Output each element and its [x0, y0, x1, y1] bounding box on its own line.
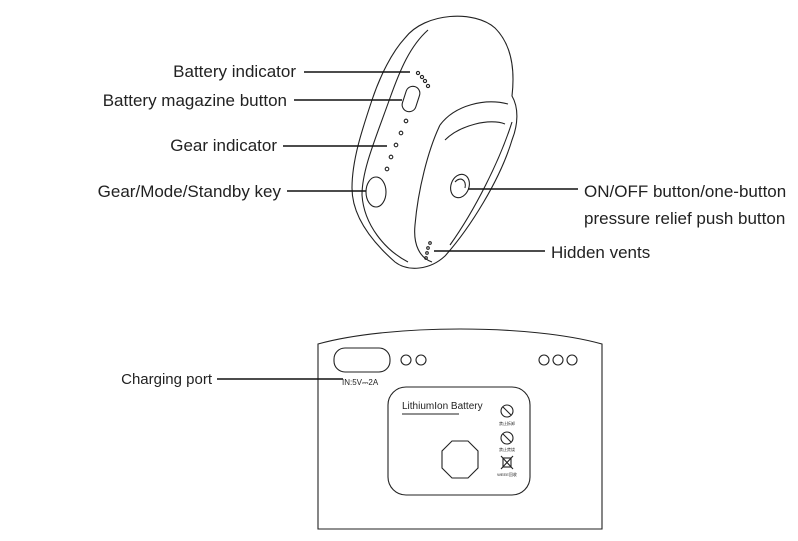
- icon-caption-2: 禁止焚烧: [499, 446, 515, 452]
- battery-magazine-button-shape: [401, 85, 421, 113]
- battery-magazine-button-label: Battery magazine button: [103, 91, 287, 110]
- icon-caption-1: 禁止拆卸: [499, 420, 515, 426]
- screw-holes-left: [400, 354, 427, 366]
- on-off-button-label-line1: ON/OFF button/one-button: [584, 182, 786, 201]
- device-underside: [317, 328, 603, 530]
- battery-indicator-leds: [415, 70, 431, 89]
- device-body: [351, 15, 518, 269]
- port-marking-text: IN:5V⎓2A: [342, 378, 379, 387]
- battery-indicator-label: Battery indicator: [173, 62, 296, 81]
- icon-caption-3: WEEE回收: [497, 471, 517, 477]
- screw-holes-right: [538, 354, 578, 366]
- on-off-button-shape: [450, 173, 470, 199]
- charging-port-label: Charging port: [121, 371, 213, 388]
- plate-center-octagon: [441, 440, 479, 479]
- battery-plate-label: LithiumIon Battery: [402, 401, 483, 412]
- no-burn-icon: [500, 431, 514, 445]
- no-disassemble-icon: [500, 404, 514, 418]
- gear-indicator-label: Gear indicator: [170, 136, 277, 155]
- battery-plate: LithiumIon Battery: [387, 386, 531, 496]
- gear-mode-standby-key-shape: [365, 176, 387, 208]
- on-off-button-label-line2: pressure relief push button: [584, 209, 785, 228]
- gear-indicator-leds: [384, 118, 409, 172]
- gear-mode-standby-key-label: Gear/Mode/Standby key: [98, 182, 282, 201]
- hidden-vents-shape: [424, 241, 432, 260]
- hidden-vents-label: Hidden vents: [551, 243, 650, 262]
- charging-port-shape: [333, 347, 391, 373]
- weee-bin-icon: [500, 455, 514, 470]
